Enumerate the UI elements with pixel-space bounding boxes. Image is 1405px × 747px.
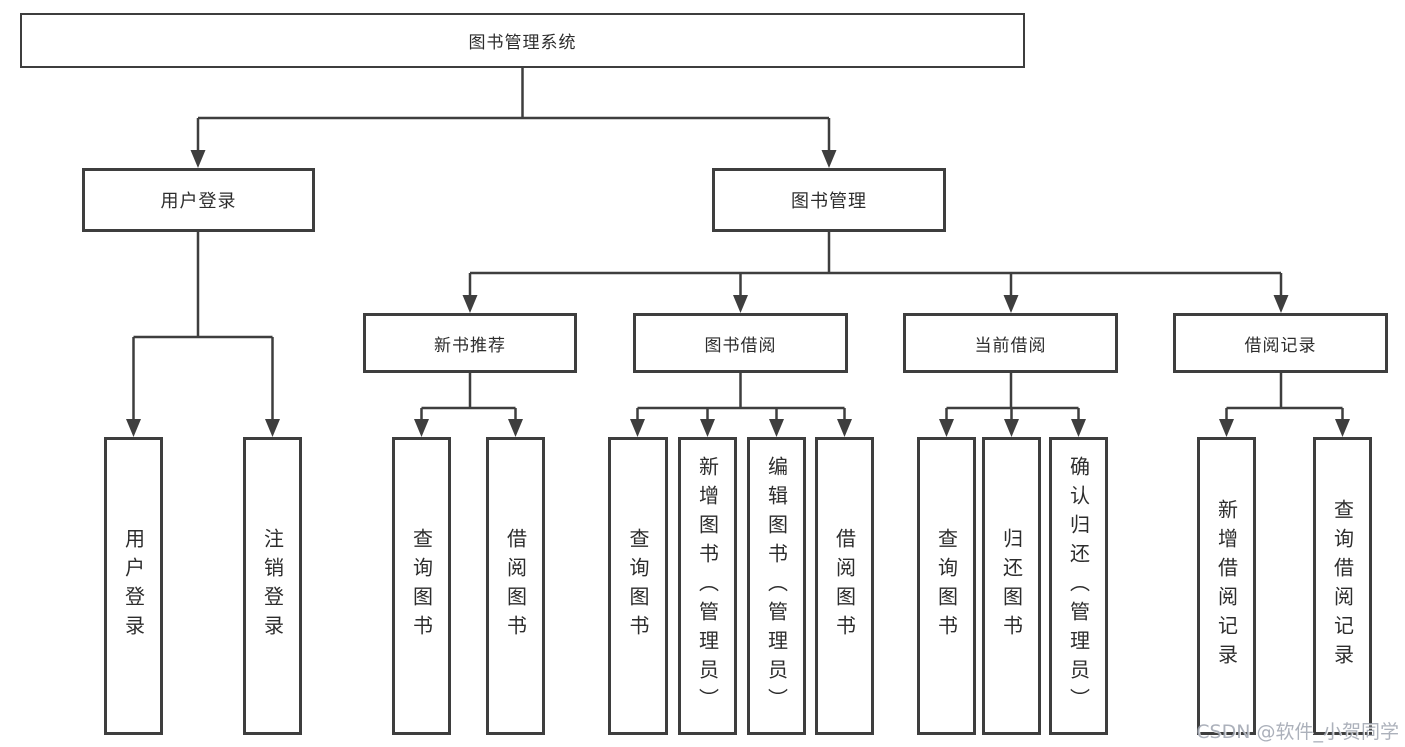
node-add-borrow-record: 新增借阅记录 [1197, 437, 1256, 735]
node-query-borrow-record: 查询借阅记录 [1313, 437, 1372, 735]
node-return-book: 归还图书 [982, 437, 1041, 735]
node-label: 图书管理系统 [468, 33, 577, 53]
node-label: 归还图书 [999, 528, 1024, 644]
node-user-login-leaf: 用户登录 [104, 437, 163, 735]
node-label: 用户登录 [121, 528, 146, 644]
node-label: 借阅图书 [503, 528, 528, 644]
node-confirm-return-admin: 确认归还（管理员） [1049, 437, 1108, 735]
node-label: 查询图书 [626, 528, 650, 644]
node-label: 新增借阅记录 [1214, 499, 1239, 673]
node-borrow-book: 借阅图书 [815, 437, 874, 735]
csdn-watermark: CSDN @软件_小贺同学 [1196, 721, 1399, 743]
connector-arrowheads [126, 150, 1350, 437]
node-label: 图书管理 [791, 191, 867, 212]
node-book-management-branch: 图书管理 [712, 168, 946, 232]
node-edit-book-admin: 编辑图书（管理员） [747, 437, 806, 735]
node-user-login-branch: 用户登录 [82, 168, 315, 232]
node-book-borrowing: 图书借阅 [633, 313, 848, 373]
node-logout: 注销登录 [243, 437, 302, 735]
node-borrow-books-recommendation: 借阅图书 [486, 437, 545, 735]
node-query-books-recommendation: 查询图书 [392, 437, 451, 735]
node-label: 新增图书（管理员） [695, 455, 720, 717]
node-current-borrowing: 当前借阅 [903, 313, 1118, 373]
node-label: 查询图书 [409, 528, 434, 644]
node-add-book-admin: 新增图书（管理员） [678, 437, 737, 735]
node-label: 借阅图书 [832, 528, 857, 644]
node-label: 确认归还（管理员） [1066, 455, 1091, 717]
node-new-book-recommendation: 新书推荐 [363, 313, 577, 373]
node-label: 用户登录 [160, 191, 237, 212]
node-label: 查询借阅记录 [1330, 499, 1355, 673]
node-label: 编辑图书（管理员） [764, 455, 789, 717]
node-library-management-system: 图书管理系统 [20, 13, 1025, 68]
node-query-books-current: 查询图书 [917, 437, 976, 735]
node-borrowing-records: 借阅记录 [1173, 313, 1388, 373]
node-label: 当前借阅 [974, 335, 1047, 356]
node-label: 注销登录 [260, 528, 285, 644]
node-label: 查询图书 [934, 528, 959, 644]
node-label: 图书借阅 [704, 335, 777, 356]
node-label: 新书推荐 [434, 335, 506, 356]
node-label: 借阅记录 [1244, 335, 1317, 356]
node-query-books-borrowing: 查询图书 [608, 437, 668, 735]
connector-lines [132, 68, 1344, 421]
